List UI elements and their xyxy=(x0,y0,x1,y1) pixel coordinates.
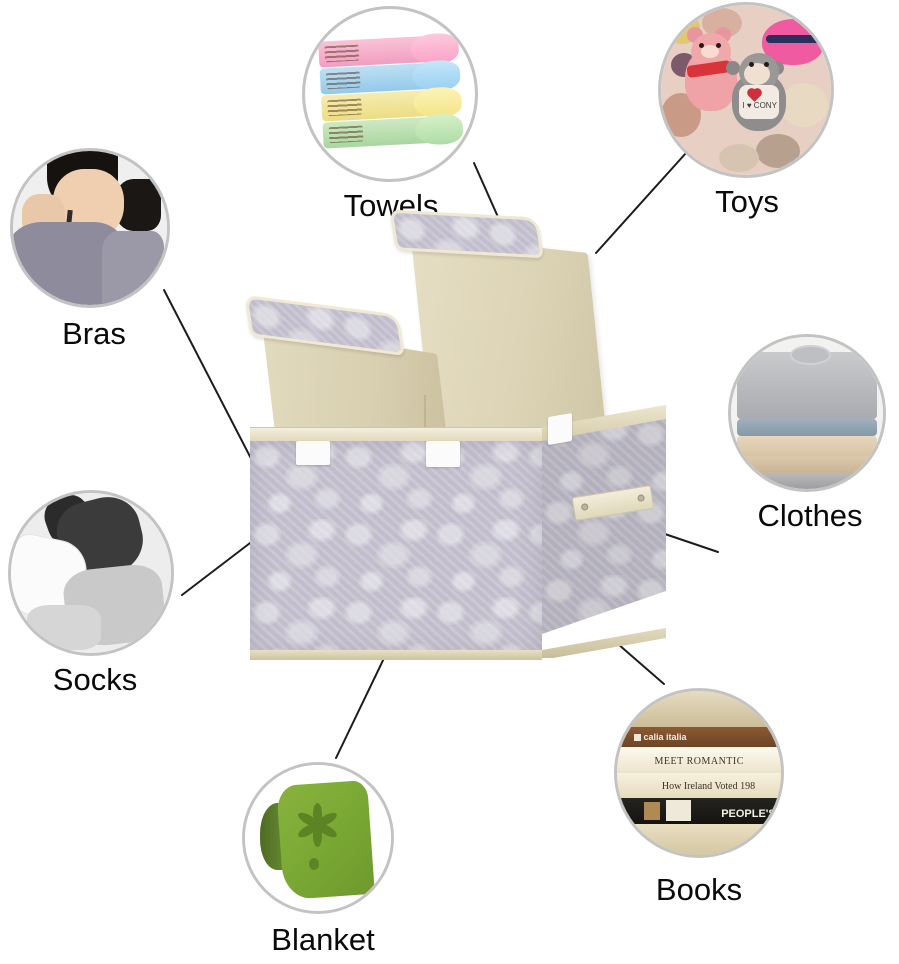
box-bottom-edge-side xyxy=(542,628,666,658)
towels-photo-circle xyxy=(302,6,478,182)
socks-photo-circle xyxy=(8,490,174,656)
clothes-photo-circle xyxy=(728,334,886,492)
connector-clothes xyxy=(661,532,719,553)
folded-sweater xyxy=(737,345,877,420)
clothes-art xyxy=(731,337,883,489)
books-art: calia italia MEET ROMANTIC How Ireland V… xyxy=(617,691,781,855)
box-bottom-edge-front xyxy=(250,650,542,660)
blanket-photo-circle xyxy=(242,762,394,914)
box-interior-divider xyxy=(424,395,426,431)
books-photo-circle: calia italia MEET ROMANTIC How Ireland V… xyxy=(614,688,784,858)
toys-art: I ♥ CONY xyxy=(661,5,831,175)
callout-label-clothes: Clothes xyxy=(757,498,863,533)
right-lid-flap xyxy=(389,209,544,259)
book-title-4: PEOPLE'S xyxy=(721,808,776,821)
callout-label-blanket: Blanket xyxy=(271,922,375,957)
box-rim-front xyxy=(250,427,542,444)
towel-stack xyxy=(318,32,464,153)
callout-label-toys: Toys xyxy=(715,184,779,219)
books-photo: calia italia MEET ROMANTIC How Ireland V… xyxy=(617,691,781,855)
toy-shirt-text: I ♥ CONY xyxy=(742,101,777,110)
book-title-1: calia italia xyxy=(643,731,687,742)
clothes-photo xyxy=(731,337,883,489)
book-spine-4: PEOPLE'S xyxy=(617,797,781,824)
book-top xyxy=(617,691,781,728)
callout-socks: Socks xyxy=(2,490,188,712)
book-spine-1: calia italia xyxy=(617,727,781,747)
plush-pink-bear xyxy=(684,27,737,112)
callout-label-bras: Bras xyxy=(62,316,126,351)
bras-photo xyxy=(13,151,167,305)
book-bottom xyxy=(617,823,781,855)
callout-bras: Bras xyxy=(4,148,184,368)
callout-blanket: Blanket xyxy=(228,762,418,962)
box-side-panel xyxy=(542,419,666,634)
bras-art xyxy=(13,151,167,305)
callout-toys: I ♥ CONY Toys xyxy=(652,2,842,227)
folded-blue-item xyxy=(737,419,877,436)
callout-label-socks: Socks xyxy=(52,662,138,697)
velcro-tab-center xyxy=(426,441,460,467)
toys-photo-circle: I ♥ CONY xyxy=(658,2,834,178)
velcro-tab-left xyxy=(296,441,330,465)
connector-socks xyxy=(181,539,255,596)
plush-grey-monkey: I ♥ CONY xyxy=(726,53,787,131)
book-spine-3: How Ireland Voted 198 xyxy=(617,773,781,798)
storage-box xyxy=(244,209,668,675)
folded-grey-item xyxy=(737,473,877,489)
box-front-panel xyxy=(250,441,542,656)
toys-photo: I ♥ CONY xyxy=(661,5,831,175)
blanket-photo xyxy=(245,765,391,911)
blanket-art xyxy=(245,765,391,911)
bras-photo-circle xyxy=(10,148,170,308)
plush-pink-pig xyxy=(762,18,825,65)
velcro-tab-right xyxy=(548,412,572,446)
towels-photo xyxy=(305,9,475,179)
socks-photo xyxy=(11,493,171,653)
blanket-leaf-motif xyxy=(295,802,339,847)
callout-towels: Towels xyxy=(296,6,486,231)
book-spine-2: MEET ROMANTIC xyxy=(617,746,781,773)
callout-books: calia italia MEET ROMANTIC How Ireland V… xyxy=(604,688,794,908)
socks-art xyxy=(11,493,171,653)
callout-clothes: Clothes xyxy=(722,334,898,544)
callout-label-books: Books xyxy=(655,872,743,907)
book-title-3: How Ireland Voted 198 xyxy=(661,781,756,793)
folded-tan-item-1 xyxy=(737,435,877,456)
folded-tan-item-2 xyxy=(737,455,877,474)
book-title-2: MEET ROMANTIC xyxy=(654,755,744,767)
